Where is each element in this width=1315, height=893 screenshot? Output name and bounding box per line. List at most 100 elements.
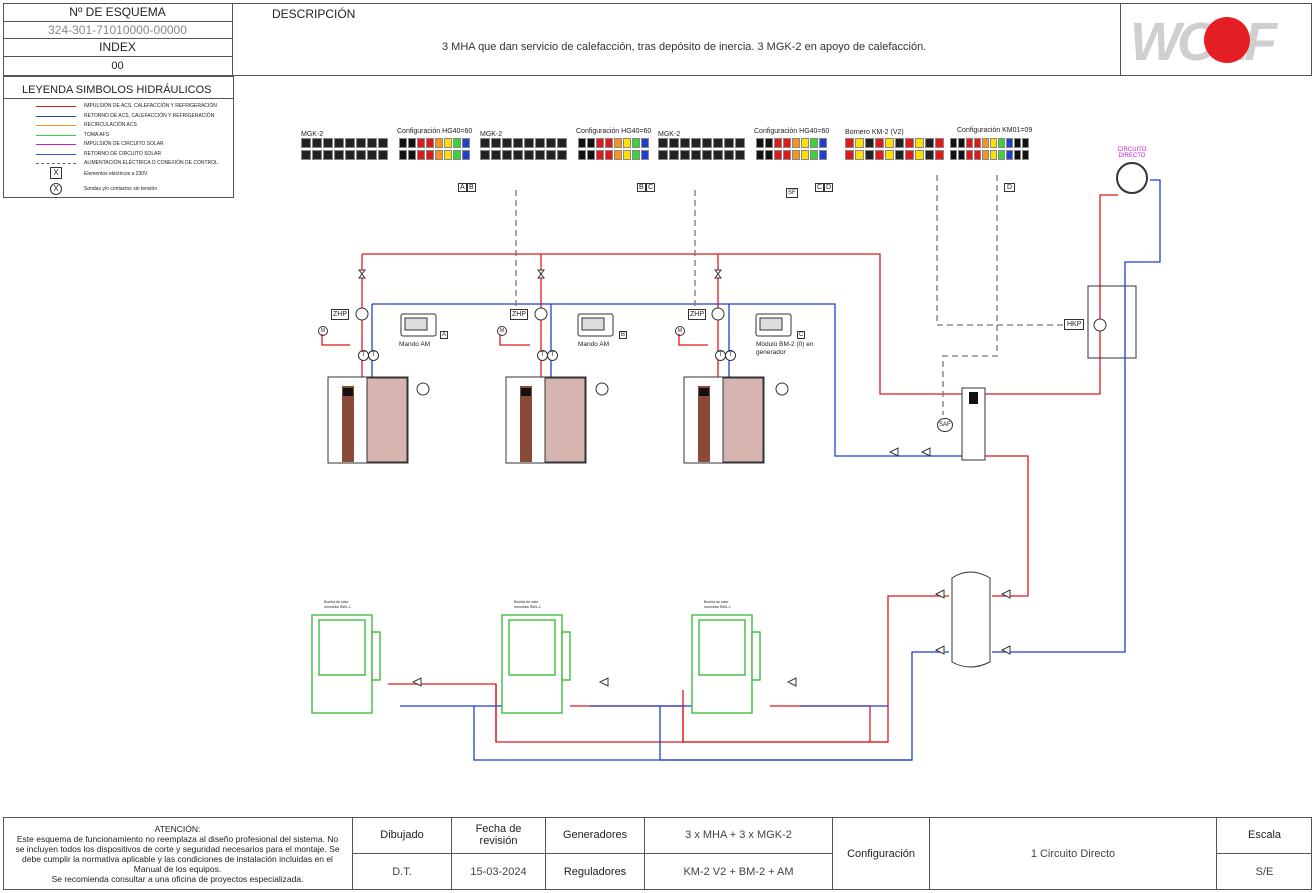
config-terminal-block [774,150,782,160]
boiler-group-letter: A [458,183,467,192]
terminal-block [367,138,377,148]
logo-cell [1120,3,1312,76]
zhp-label: ZHP [688,309,706,320]
config-terminal-block [417,150,425,160]
terminal-block [691,138,701,148]
config-terminal-block [408,150,416,160]
km-config-terminal-block [974,138,981,148]
circuit-pump [1093,318,1107,332]
pump-1 [355,307,369,321]
motor-symbol: M [675,326,685,336]
buffer-tank [951,571,991,668]
legend-title: LEYENDA SIMBOLOS HIDRÁULICOS [22,84,212,96]
supply-header-pipe [362,253,962,395]
km-terminal-block [855,138,864,148]
terminal-block [323,150,333,160]
boiler-group-config: Configuración HG40=60 [397,128,473,135]
config-terminal-block [435,138,443,148]
km-terminal-block [915,150,924,160]
terminal-block [334,150,344,160]
legend-box [3,76,234,198]
mando-letter: B [619,331,628,339]
scale-value: S/E [1216,853,1312,890]
circuit-label: CIRCUITO DIRECTO [1117,147,1147,159]
km-terminal-block [905,150,914,160]
boiler-group-letter: B [637,183,646,192]
config-terminal-block [408,138,416,148]
terminal-block [312,138,322,148]
legend-line-label: IMPULSIÓN DE ACS, CALEFACCIÓN Y REFRIGER… [84,103,217,109]
config-terminal-block [801,150,809,160]
heat-pump-label: Bomba de calor monobloc BWL-1 [324,600,351,609]
config-terminal-block [623,150,631,160]
config-value: 1 Circuito Directo [929,817,1217,890]
mando-letter: A [440,331,449,339]
km-config: Configuración KM01=09 [957,127,1033,134]
km-config-terminal-block [982,138,989,148]
terminal-block [378,138,388,148]
km-config-terminal-block [990,150,997,160]
terminal-block [345,138,355,148]
config-terminal-block [792,138,800,148]
km-config-terminal-block [1022,138,1029,148]
legend-line-swatch [36,115,76,117]
km-config-terminal-block [1006,138,1013,148]
scheme-number: 324-301-71010000-00000 [3,21,233,39]
control-line-hkp [936,175,1064,326]
heat-pump-label: Bomba de calor monobloc BWL-1 [514,600,541,609]
wolf-logo: WOLF [1130,12,1283,68]
pump-2 [534,307,548,321]
heat-pump-label: Bomba de calor monobloc BWL-1 [704,600,731,609]
attention-title: ATENCIÓN: [154,823,201,834]
config-terminal-block [426,150,434,160]
config-terminal-block [765,138,773,148]
logo-red-circle [1204,17,1250,63]
index-label: INDEX [3,38,233,57]
legend-electric-label: Elementos eléctricos a 230V [84,171,148,177]
terminal-block [702,150,712,160]
date-value: 15-03-2024 [451,853,546,890]
config-terminal-block [596,138,604,148]
terminal-block [713,150,723,160]
zhp-label: ZHP [510,309,528,320]
temp-sensor: T [725,350,736,361]
terminal-block [658,138,668,148]
mando-label: Módulo BM-2 (0) en generador [756,341,814,356]
terminal-block [491,138,501,148]
expansion-3 [775,382,789,396]
config-terminal-block [605,150,613,160]
motor-symbol: M [318,326,328,336]
km-config-terminal-block [958,138,965,148]
config-terminal-block [819,138,827,148]
attention-box: ATENCIÓN: Este esquema de funcionamiento… [3,817,353,890]
legend-line-swatch [36,144,76,145]
boiler-group-letter: B [467,183,476,192]
km-terminal-block [915,138,924,148]
config-terminal-block [783,138,791,148]
terminal-block [680,138,690,148]
boiler-group-config: Configuración HG40=60 [754,128,830,135]
km-terminal-block [895,138,904,148]
legend-x-box: X [50,167,62,179]
terminal-block [735,150,745,160]
config-terminal-block [426,138,434,148]
config-terminal-block [453,150,461,160]
return-header-pipe [372,303,962,457]
km-config-terminal-block [990,138,997,148]
header-frame [3,3,1312,76]
temp-sensor: T [547,350,558,361]
km-config-terminal-block [998,138,1005,148]
km-terminal-block [925,138,934,148]
circuit-symbol [1116,162,1148,194]
config-terminal-block [587,150,595,160]
terminal-block [724,150,734,160]
terminal-block [557,150,567,160]
sf-label: SF [786,188,798,198]
config-terminal-block [792,150,800,160]
boiler-unit-2 [505,376,587,464]
km-config-terminal-block [1014,150,1021,160]
km-config-terminal-block [1006,150,1013,160]
expansion-2 [595,382,609,396]
terminal-block [301,138,311,148]
terminal-block [502,150,512,160]
